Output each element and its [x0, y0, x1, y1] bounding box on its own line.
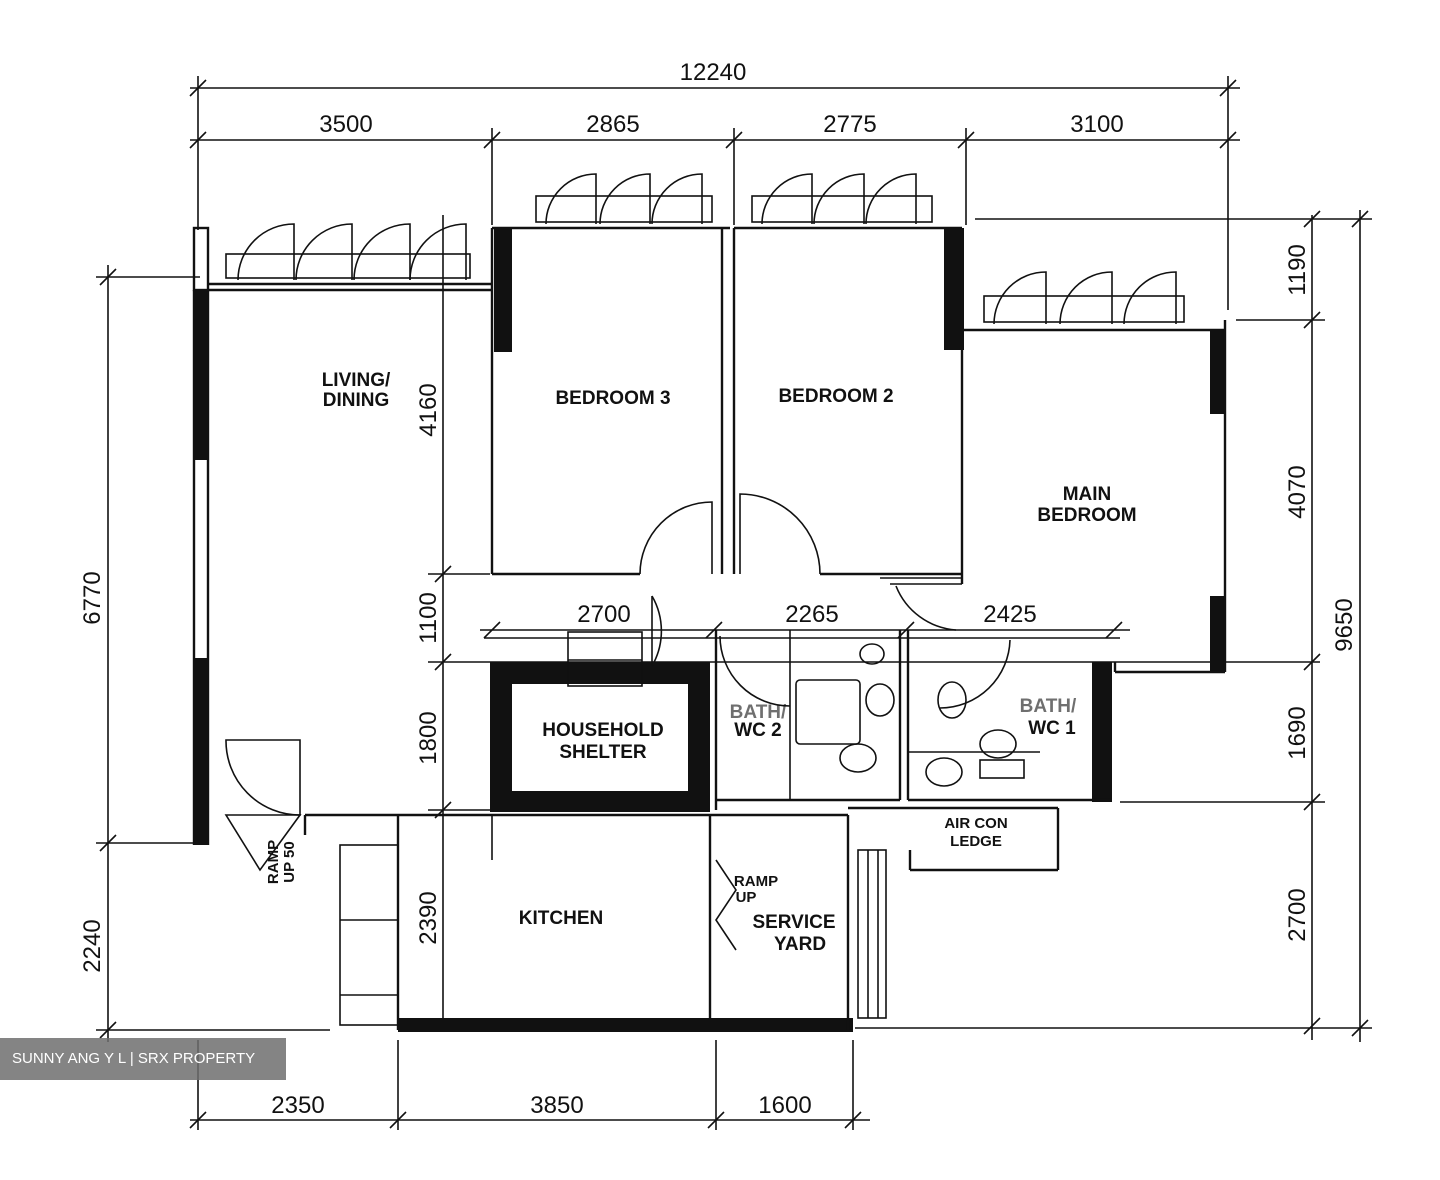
- dim-right-3: 1690: [1284, 706, 1311, 759]
- bedroom-3-label: BEDROOM 3: [555, 388, 670, 409]
- windows: [225, 173, 1185, 325]
- walls: [192, 226, 1227, 1032]
- dim-left-lower: 2240: [79, 919, 106, 972]
- sink-icon: [839, 743, 877, 773]
- living-dining-label-2: DINING: [323, 390, 390, 411]
- service-yard-label: SERVICE: [752, 912, 835, 933]
- ramp-entry-label-2: UP 50: [281, 841, 298, 882]
- toilet-icon: [865, 683, 895, 717]
- watermark-banner: SUNNY ANG Y L | SRX PROPERTY: [0, 1038, 286, 1080]
- bath-wc1-label: BATH/: [1020, 696, 1077, 717]
- toilet-icon: [937, 681, 967, 719]
- dim-wc1-width: 2425: [983, 601, 1036, 628]
- bath-wc2-label-2: WC 2: [734, 720, 782, 741]
- household-shelter-label-2: SHELTER: [559, 742, 647, 763]
- dimension-labels: 12240 3500 2865 2775 3100 6770 2240 4160…: [79, 59, 1358, 1119]
- doors: [224, 493, 1011, 951]
- dimension-lines: [96, 76, 1372, 1130]
- dim-right-4: 2700: [1284, 888, 1311, 941]
- dim-bottom-1: 2350: [271, 1092, 324, 1119]
- ramp-entry-label: RAMP: [265, 840, 282, 884]
- dim-top-total: 12240: [680, 59, 747, 86]
- ramp-kitchen-label: RAMP: [734, 873, 778, 890]
- aircon-ledge-label-2: LEDGE: [950, 833, 1002, 850]
- dim-wc2-width: 2265: [785, 601, 838, 628]
- aircon-ledge-label: AIR CON: [944, 815, 1007, 832]
- dim-right-1: 1190: [1284, 244, 1311, 296]
- room-labels: LIVING/ DINING BEDROOM 3 BEDROOM 2 MAIN …: [265, 370, 1137, 955]
- sink-icon: [979, 729, 1017, 759]
- dim-top-2: 2865: [586, 111, 639, 138]
- dim-inner-living: 4160: [415, 383, 442, 436]
- dim-right-2: 4070: [1284, 465, 1311, 518]
- household-shelter-label: HOUSEHOLD: [542, 720, 663, 741]
- living-dining-label: LIVING/: [322, 370, 391, 391]
- dim-top-1: 3500: [319, 111, 372, 138]
- kitchen-label: KITCHEN: [519, 908, 603, 929]
- fixtures: [795, 643, 1025, 787]
- dim-inner-kitchen: 2390: [415, 891, 442, 944]
- bath-wc1-label-2: WC 1: [1028, 718, 1076, 739]
- dim-bottom-3: 1600: [758, 1092, 811, 1119]
- main-bedroom-label-2: BEDROOM: [1037, 505, 1136, 526]
- ramp-kitchen-label-2: UP: [736, 889, 757, 906]
- bedroom-2-label: BEDROOM 2: [778, 386, 893, 407]
- bath-wc2-label: BATH/: [730, 702, 787, 723]
- dim-inner-corridor: 1100: [415, 592, 442, 644]
- dim-inner-shelter: 1800: [415, 711, 442, 764]
- dim-top-4: 3100: [1070, 111, 1123, 138]
- dim-left-upper: 6770: [79, 571, 106, 624]
- dim-top-3: 2775: [823, 111, 876, 138]
- main-bedroom-label: MAIN: [1063, 484, 1112, 505]
- dim-bottom-2: 3850: [530, 1092, 583, 1119]
- sink-icon: [925, 757, 963, 787]
- toilet-icon: [859, 643, 885, 665]
- service-yard-label-2: YARD: [774, 934, 826, 955]
- dim-shelter-width: 2700: [577, 601, 630, 628]
- dim-right-total: 9650: [1331, 598, 1358, 651]
